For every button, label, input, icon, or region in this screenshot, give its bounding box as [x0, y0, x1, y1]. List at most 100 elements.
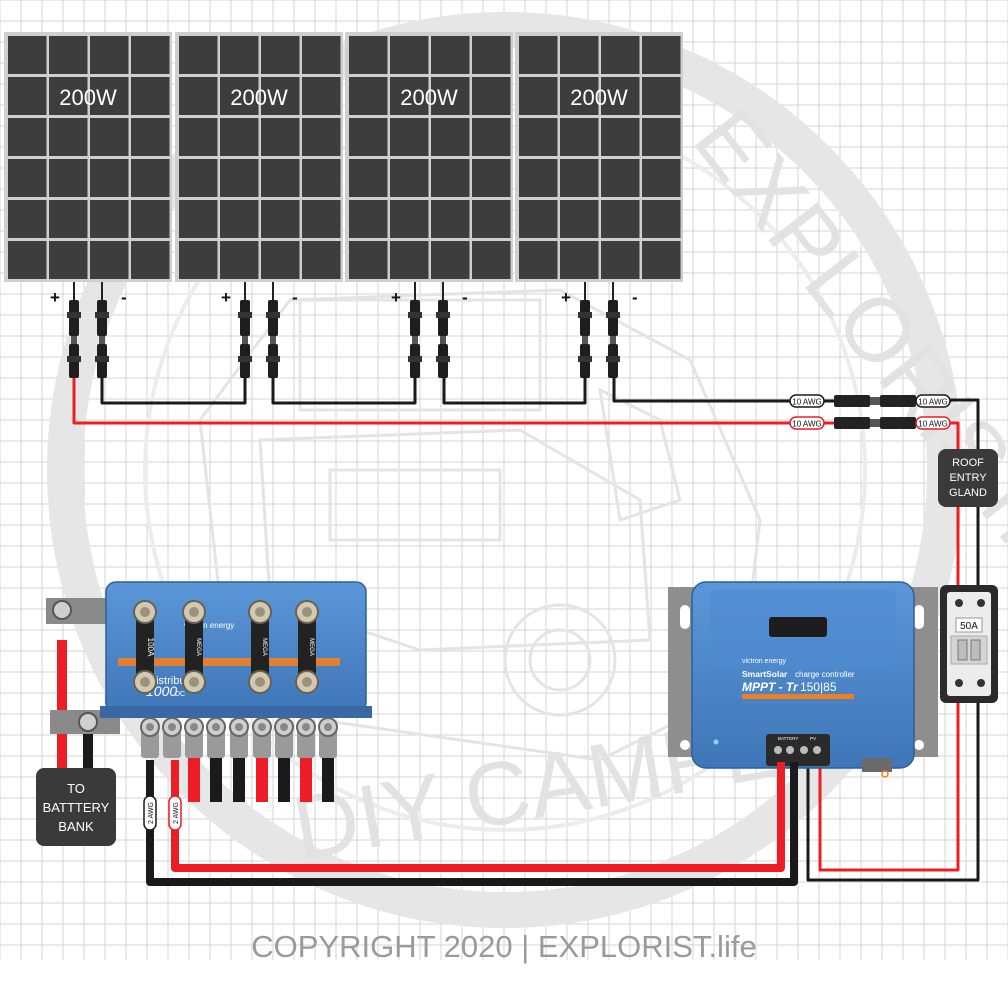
solar-cell: [349, 159, 388, 197]
wire-tag: 2 AWG: [168, 795, 182, 831]
cable-lug: [162, 717, 182, 758]
solar-cell: [560, 241, 599, 279]
solar-cell: [179, 200, 218, 238]
solar-cell: [601, 36, 640, 74]
solar-cell: [261, 77, 300, 115]
pv-series-wiring: [72, 378, 980, 882]
solar-cell: [179, 77, 218, 115]
mega-fuse: MEGA: [248, 600, 272, 694]
roof-entry-gland: ROOF ENTRY GLAND: [938, 449, 998, 507]
wire-tag-text: 2 AWG: [148, 802, 155, 824]
mc4-connector: [67, 282, 81, 378]
mc4-connector: [436, 282, 450, 378]
mc4-inline-connector: [834, 395, 916, 407]
panel-positive-label: +: [391, 288, 401, 307]
solar-cell: [390, 241, 429, 279]
panel-negative-label: -: [632, 288, 638, 307]
panel-negative-label: -: [121, 288, 127, 307]
panel-wattage-label: 200W: [59, 85, 117, 110]
wire-tag: 10 AWG: [789, 416, 825, 430]
wire-tags: 10 AWG 10 AWG 10 AWG 10 AWG: [789, 394, 951, 430]
cable-lug: [206, 717, 226, 802]
solar-cell: [431, 77, 470, 115]
solar-cell: [560, 200, 599, 238]
solar-cell: [472, 36, 511, 74]
solar-cell: [390, 118, 429, 156]
solar-panel: 200W + -: [515, 32, 683, 307]
wire-tag: 10 AWG: [915, 394, 951, 408]
distributor-brand: victron energy: [184, 621, 234, 630]
solar-cell: [472, 241, 511, 279]
cable-lug: [184, 717, 204, 802]
solar-cell: [349, 77, 388, 115]
solar-cell: [49, 118, 88, 156]
solar-cell: [390, 77, 429, 115]
panel-negative-label: -: [462, 288, 468, 307]
solar-cell: [519, 241, 558, 279]
solar-cell: [8, 200, 47, 238]
battery-label-line2: BATTTERY: [43, 800, 110, 815]
gland-label-line1: ROOF: [952, 457, 984, 469]
cable-lug: [318, 717, 338, 802]
wire-tag-text: 10 AWG: [792, 398, 822, 407]
solar-cell: [179, 36, 218, 74]
solar-cell: [302, 118, 341, 156]
solar-cell: [90, 118, 129, 156]
solar-cell: [519, 77, 558, 115]
solar-cell: [431, 241, 470, 279]
solar-cell: [8, 159, 47, 197]
solar-cell: [601, 200, 640, 238]
mc4-connector: [95, 282, 109, 378]
pv-positive-home-run: [72, 378, 790, 425]
solar-cell: [601, 159, 640, 197]
battery-label-line3: BANK: [58, 819, 94, 834]
controller-brand: victron energy: [742, 658, 786, 665]
panel-positive-label: +: [50, 288, 60, 307]
wire-tag-text: 2 AWG: [173, 802, 180, 824]
solar-cell: [642, 241, 681, 279]
solar-cell: [261, 241, 300, 279]
solar-cell: [349, 200, 388, 238]
solar-cell: [642, 159, 681, 197]
solar-cell: [642, 36, 681, 74]
inline-mc4-connectors: [834, 395, 916, 429]
series-jumper-1: [100, 378, 247, 405]
solar-cell: [560, 118, 599, 156]
pv-negative-home-run: [612, 378, 790, 403]
fuse-label: MEGA: [195, 638, 201, 656]
solar-panel: 200W + -: [4, 32, 172, 307]
series-jumper-2: [271, 378, 417, 405]
solar-cell: [472, 118, 511, 156]
solar-cell: [179, 159, 218, 197]
mega-fuse: MEGA: [295, 600, 319, 694]
solar-panel-array: 200W + - 200W + - 200W + - 200W + -: [4, 32, 683, 307]
solar-cell: [390, 159, 429, 197]
solar-cell: [431, 36, 470, 74]
mc4-inline-connector: [834, 417, 916, 429]
solar-cell: [302, 36, 341, 74]
solar-cell: [431, 200, 470, 238]
solar-cell: [472, 200, 511, 238]
solar-cell: [220, 159, 259, 197]
wire-tag: 2 AWG: [143, 795, 157, 831]
panel-positive-label: +: [221, 288, 231, 307]
solar-cell: [431, 118, 470, 156]
mc4-connector: [408, 282, 422, 378]
solar-cell: [90, 241, 129, 279]
solar-cell: [131, 159, 170, 197]
gland-label-line3: GLAND: [949, 487, 987, 499]
pv-breaker: 50A: [940, 585, 998, 703]
battery-label-line1: TO: [67, 781, 85, 796]
panel-positive-label: +: [561, 288, 571, 307]
solar-panel: 200W + -: [345, 32, 513, 307]
solar-cell: [8, 118, 47, 156]
panel-wattage-label: 200W: [230, 85, 288, 110]
mega-fuse: MEGA: [182, 600, 206, 694]
breaker-rating: 50A: [960, 621, 978, 632]
solar-cell: [519, 36, 558, 74]
solar-cell: [49, 241, 88, 279]
controller-name-rest: charge controller: [795, 670, 855, 679]
solar-cell: [349, 118, 388, 156]
solar-cell: [220, 118, 259, 156]
